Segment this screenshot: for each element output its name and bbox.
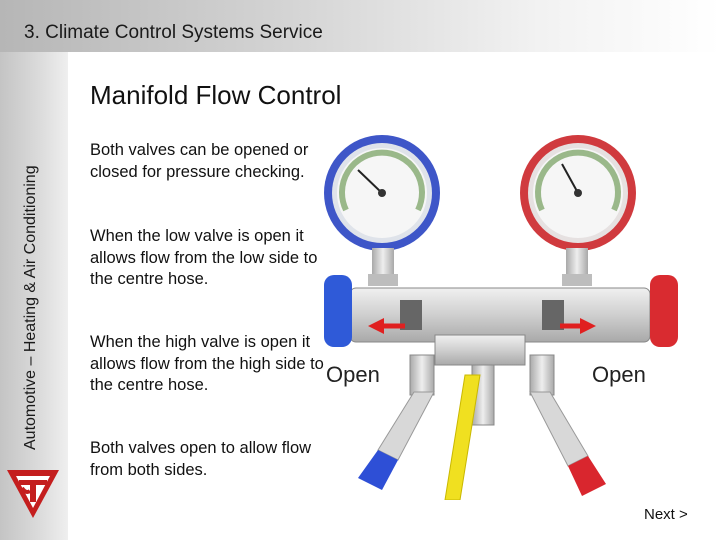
low-pressure-gauge <box>324 135 440 286</box>
sidebar <box>0 52 68 540</box>
paragraph-both-open: Both valves open to allow flow from both… <box>90 439 312 479</box>
low-valve-knob <box>324 275 352 347</box>
paragraph-low-valve: When the low valve is open it allows flo… <box>90 227 318 288</box>
flow-arrow-high <box>560 318 596 334</box>
centre-hose <box>444 364 495 500</box>
high-valve-knob <box>650 275 678 347</box>
high-side-hose <box>529 391 606 496</box>
next-button[interactable]: Next > <box>644 506 688 523</box>
low-side-hose <box>358 391 435 490</box>
page-title: Manifold Flow Control <box>90 80 342 110</box>
paragraph-high-valve: When the high valve is open it allows fl… <box>90 333 324 394</box>
manifold-gauge-diagram: Open Open <box>324 135 678 500</box>
paragraph-both-valves: Both valves can be opened or closed for … <box>90 141 309 181</box>
sidebar-vertical-label: Automotive – Heating & Air Conditioning <box>22 165 39 450</box>
header-bar: 3. Climate Control Systems Service <box>0 0 720 52</box>
section-title: 3. Climate Control Systems Service <box>24 22 323 43</box>
flow-arrow-low <box>368 318 405 334</box>
left-open-label: Open <box>326 362 380 387</box>
company-logo <box>7 470 59 518</box>
right-open-label: Open <box>592 362 646 387</box>
high-pressure-gauge <box>520 135 636 286</box>
